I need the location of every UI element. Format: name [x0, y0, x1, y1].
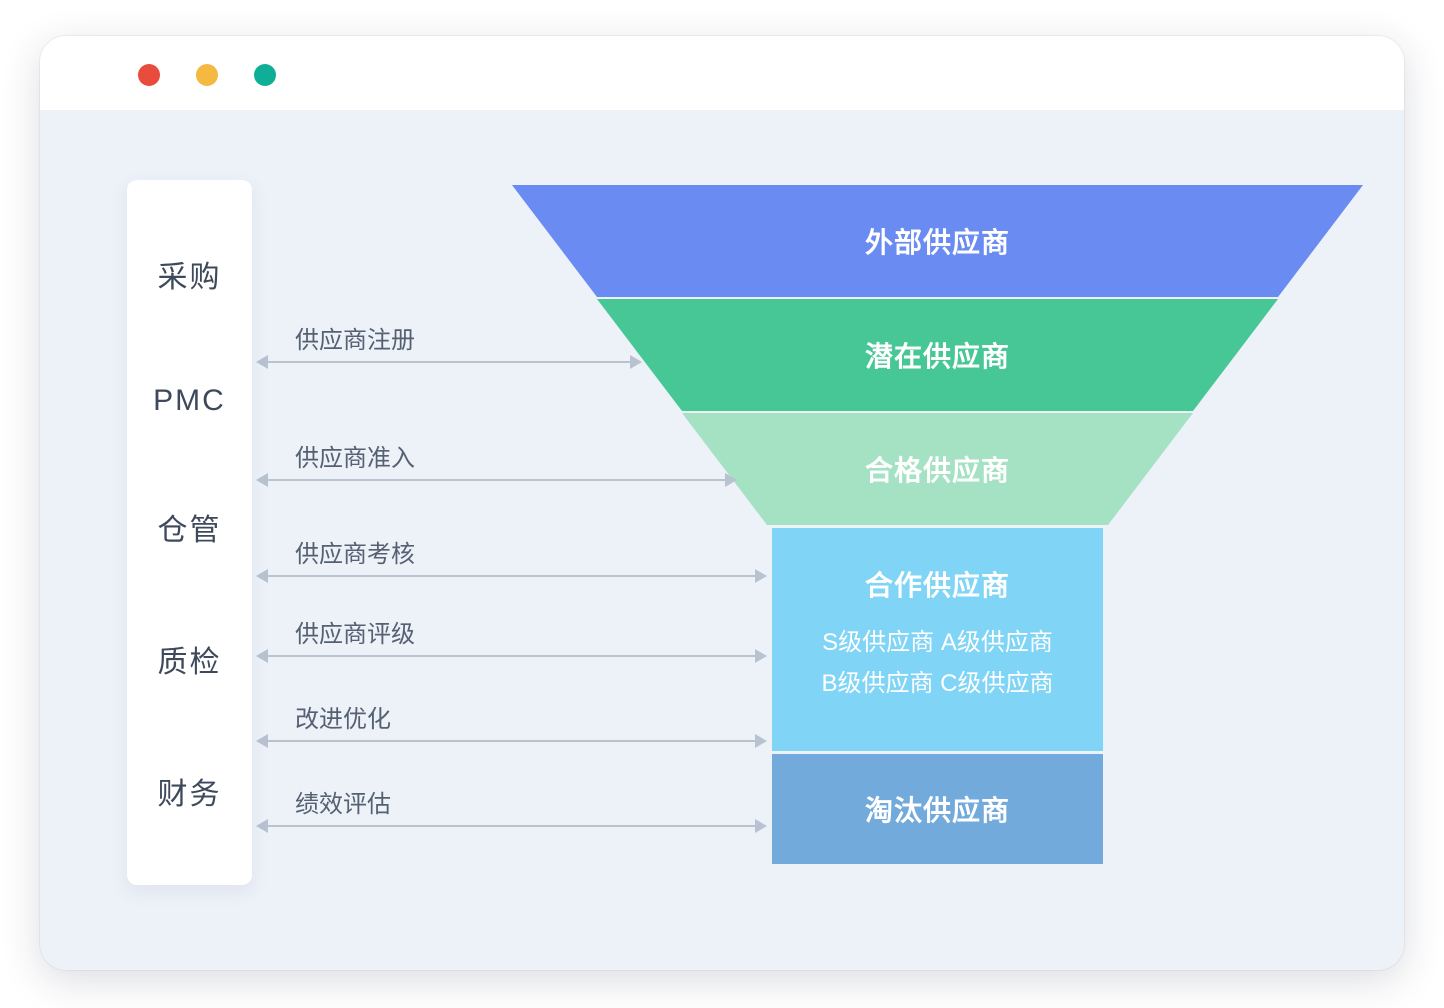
window-titlebar	[40, 36, 1404, 111]
minimize-button[interactable]	[196, 64, 218, 86]
process-label-performance: 绩效评估	[295, 791, 391, 818]
stage-sub-grades-line2: B级供应商 C级供应商	[821, 670, 1054, 697]
maximize-button[interactable]	[254, 64, 276, 86]
department-label-warehouse: 仓管	[157, 514, 222, 548]
department-label-pmc: PMC	[153, 383, 226, 417]
funnel-stage-cooperative-suppliers: 合作供应商 S级供应商 A级供应商 B级供应商 C级供应商	[772, 528, 1103, 751]
department-label-procurement: 采购	[157, 260, 222, 294]
funnel-stage-potential-suppliers: 潜在供应商	[597, 299, 1278, 411]
process-label-admission: 供应商准入	[295, 445, 415, 472]
process-label-rating: 供应商评级	[295, 621, 415, 648]
funnel-stage-eliminated-suppliers: 淘汰供应商	[772, 754, 1103, 864]
stage-sub-grades-line1: S级供应商 A级供应商	[822, 629, 1053, 656]
supplier-assessment-arrow	[256, 569, 767, 583]
process-label-registration: 供应商注册	[295, 327, 415, 354]
process-label-assessment: 供应商考核	[295, 541, 415, 568]
supplier-registration-arrow	[256, 355, 642, 369]
funnel-stage-external-suppliers: 外部供应商	[512, 185, 1363, 297]
stage-label: 外部供应商	[864, 227, 1010, 258]
department-label-quality: 质检	[157, 646, 222, 680]
supplier-rating-arrow	[256, 649, 767, 663]
supplier-admission-arrow	[256, 473, 737, 487]
stage-label: 合作供应商	[864, 570, 1010, 601]
performance-evaluation-arrow	[256, 819, 767, 833]
funnel-stage-qualified-suppliers: 合格供应商	[682, 413, 1193, 525]
improvement-optimization-arrow	[256, 734, 767, 748]
stage-label: 潜在供应商	[864, 341, 1010, 372]
department-label-finance: 财务	[157, 778, 222, 812]
process-label-improvement: 改进优化	[295, 706, 391, 733]
close-button[interactable]	[138, 64, 160, 86]
department-panel: 采购 PMC 仓管 质检 财务	[127, 180, 252, 885]
stage-label: 合格供应商	[864, 455, 1010, 486]
app-window: 采购 PMC 仓管 质检 财务 供应商注册 供应商准入 供应商考核 供应商评级 …	[40, 36, 1404, 970]
stage-label: 淘汰供应商	[864, 795, 1010, 826]
